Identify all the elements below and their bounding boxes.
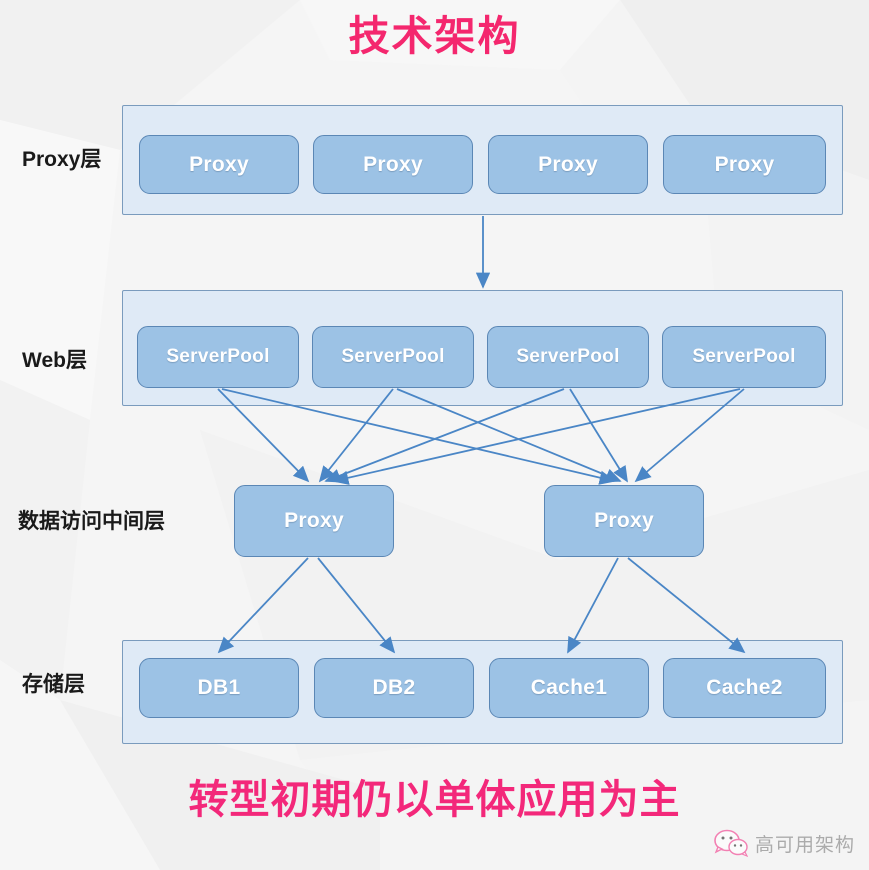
node-proxy-2[interactable]: Proxy — [313, 135, 473, 194]
watermark: 高可用架构 — [714, 828, 855, 858]
edge-proxy-left-to-db1 — [217, 557, 309, 654]
layer-label-data-access: 数据访问中间层 — [18, 510, 165, 533]
layer-label-proxy: Proxy层 — [22, 148, 102, 171]
edge-proxy-left-to-db2 — [317, 557, 396, 654]
node-proxy-3[interactable]: Proxy — [488, 135, 648, 194]
edge-proxy-right-to-cache1 — [567, 557, 619, 654]
layer-label-web: Web层 — [22, 349, 87, 372]
node-cache2[interactable]: Cache2 — [663, 658, 826, 718]
node-proxy-4[interactable]: Proxy — [663, 135, 826, 194]
wechat-logo-icon — [714, 829, 748, 858]
node-serverpool-2[interactable]: ServerPool — [312, 326, 474, 388]
watermark-text: 高可用架构 — [754, 834, 855, 856]
page-title: 技术架构 — [348, 13, 521, 59]
node-data-proxy-left[interactable]: Proxy — [234, 485, 394, 557]
node-db1[interactable]: DB1 — [139, 658, 299, 718]
layer-label-storage: 存储层 — [22, 673, 85, 696]
footer-caption: 转型初期仍以单体应用为主 — [188, 778, 681, 822]
node-proxy-1[interactable]: Proxy — [139, 135, 299, 194]
edge-proxy-right-to-cache2 — [627, 557, 746, 654]
node-cache1[interactable]: Cache1 — [489, 658, 649, 718]
node-db2[interactable]: DB2 — [314, 658, 474, 718]
node-data-proxy-right[interactable]: Proxy — [544, 485, 704, 557]
node-serverpool-3[interactable]: ServerPool — [487, 326, 649, 388]
node-serverpool-1[interactable]: ServerPool — [137, 326, 299, 388]
node-serverpool-4[interactable]: ServerPool — [662, 326, 826, 388]
